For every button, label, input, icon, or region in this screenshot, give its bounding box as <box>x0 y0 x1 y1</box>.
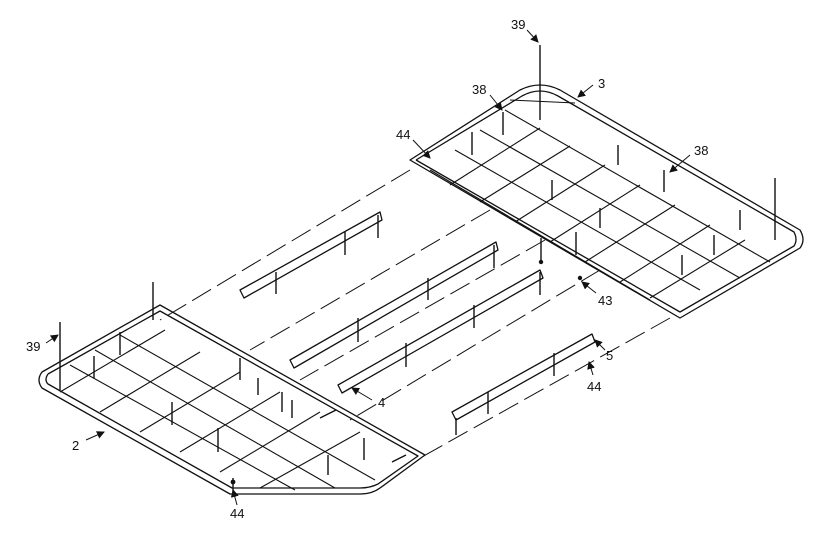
lower-frame-part-2 <box>38 282 426 495</box>
alignment-lines <box>159 169 671 459</box>
separate-rails <box>239 211 596 435</box>
callout-4: 4 <box>378 395 385 410</box>
callout-39-left: 39 <box>26 339 40 354</box>
leader-lines <box>45 29 691 506</box>
callout-2: 2 <box>72 438 79 453</box>
callout-39-top: 39 <box>511 17 525 32</box>
callout-3: 3 <box>598 76 605 91</box>
callout-43: 43 <box>598 293 612 308</box>
callout-44-right: 44 <box>587 379 601 394</box>
callout-38-left: 38 <box>472 82 486 97</box>
callout-38-right: 38 <box>694 143 708 158</box>
callout-44-bottom: 44 <box>230 506 244 521</box>
callout-44-top: 44 <box>396 127 410 142</box>
upper-frame-part-3 <box>409 45 804 319</box>
callout-5: 5 <box>606 348 613 363</box>
